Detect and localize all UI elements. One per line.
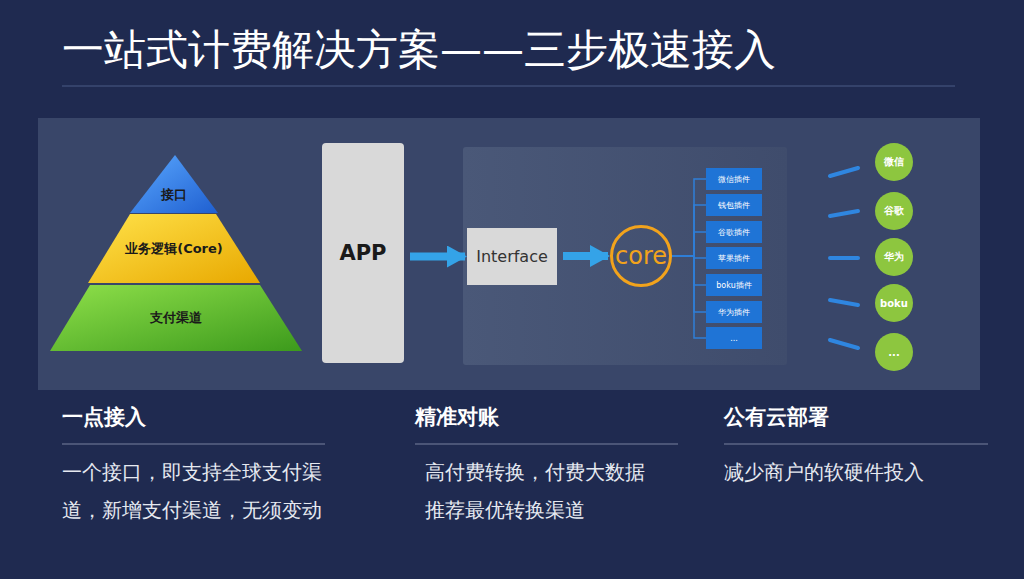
feature-heading: 一点接入 bbox=[62, 404, 332, 431]
node-label: 华为插件 bbox=[718, 307, 750, 318]
panel bbox=[38, 118, 980, 390]
layer-fill bbox=[88, 214, 260, 283]
feature-heading: 公有云部署 bbox=[724, 404, 994, 431]
node-label: boku插件 bbox=[716, 280, 751, 291]
heading-rule bbox=[415, 443, 678, 445]
node-label: APP bbox=[339, 241, 386, 265]
node-label: 华为 bbox=[884, 250, 904, 264]
plugin-box: 钱包插件 bbox=[706, 194, 762, 216]
bracket-line bbox=[672, 205, 706, 256]
heading-rule bbox=[62, 443, 325, 445]
node-label: 微信插件 bbox=[718, 174, 750, 185]
node-label: Interface bbox=[476, 247, 548, 266]
feature-heading: 精准对账 bbox=[415, 404, 685, 431]
feature-text: 高付费转换，付费大数据推荐最优转换渠道 bbox=[425, 453, 661, 529]
plugin-box: 苹果插件 bbox=[706, 247, 762, 269]
node-label: 谷歌插件 bbox=[718, 227, 750, 238]
bracket-line bbox=[672, 179, 706, 256]
app-box: APP bbox=[322, 143, 404, 363]
pyramid-layer: 接口 bbox=[130, 155, 218, 213]
layer-fill bbox=[50, 285, 302, 351]
node-label: 业务逻辑(Core) bbox=[125, 240, 223, 258]
node-label: core bbox=[615, 242, 667, 270]
channel-circle: ... bbox=[875, 333, 913, 371]
page-title: 一站式计费解决方案——三步极速接入 bbox=[62, 22, 776, 78]
heading-rule bbox=[724, 443, 988, 445]
bracket-line bbox=[672, 232, 706, 256]
pyramid-layer: 支付渠道 bbox=[50, 285, 302, 351]
plugin-box: 微信插件 bbox=[706, 168, 762, 190]
node-label: ... bbox=[888, 347, 899, 358]
node-label: 接口 bbox=[161, 186, 187, 204]
title-rule bbox=[62, 86, 955, 87]
plugin-box: 华为插件 bbox=[706, 301, 762, 323]
plugin-box: ... bbox=[706, 327, 762, 349]
channel-dashes bbox=[830, 168, 858, 348]
node-label: 谷歌 bbox=[884, 204, 904, 218]
node-label: 钱包插件 bbox=[718, 200, 750, 211]
bracket-line bbox=[672, 256, 706, 338]
feature-text: 一个接口，即支持全球支付渠道，新增支付渠道，无须变动 bbox=[62, 453, 326, 529]
layer-fill bbox=[130, 155, 218, 213]
pyramid-layer: 业务逻辑(Core) bbox=[88, 214, 260, 283]
core-circle: core bbox=[610, 225, 672, 287]
node-label: 苹果插件 bbox=[718, 253, 750, 264]
node-label: 支付渠道 bbox=[150, 309, 202, 327]
flow-arrow bbox=[563, 252, 608, 260]
node-label: boku bbox=[880, 298, 908, 309]
plugin-box: 谷歌插件 bbox=[706, 221, 762, 243]
feature-text: 减少商户的软硬件投入 bbox=[724, 453, 1004, 491]
channel-circle: boku bbox=[875, 284, 913, 322]
channel-circle: 微信 bbox=[875, 143, 913, 181]
plugin-box: boku插件 bbox=[706, 274, 762, 296]
channel-circle: 华为 bbox=[875, 238, 913, 276]
channel-circle: 谷歌 bbox=[875, 192, 913, 230]
node-label: ... bbox=[730, 334, 738, 343]
service-box bbox=[463, 147, 787, 365]
bracket-line bbox=[672, 256, 706, 312]
node-label: 微信 bbox=[884, 155, 904, 169]
interface-box: Interface bbox=[467, 228, 557, 285]
layer-shape bbox=[130, 155, 218, 213]
bracket-line bbox=[672, 256, 706, 285]
flow-arrow bbox=[410, 253, 465, 261]
